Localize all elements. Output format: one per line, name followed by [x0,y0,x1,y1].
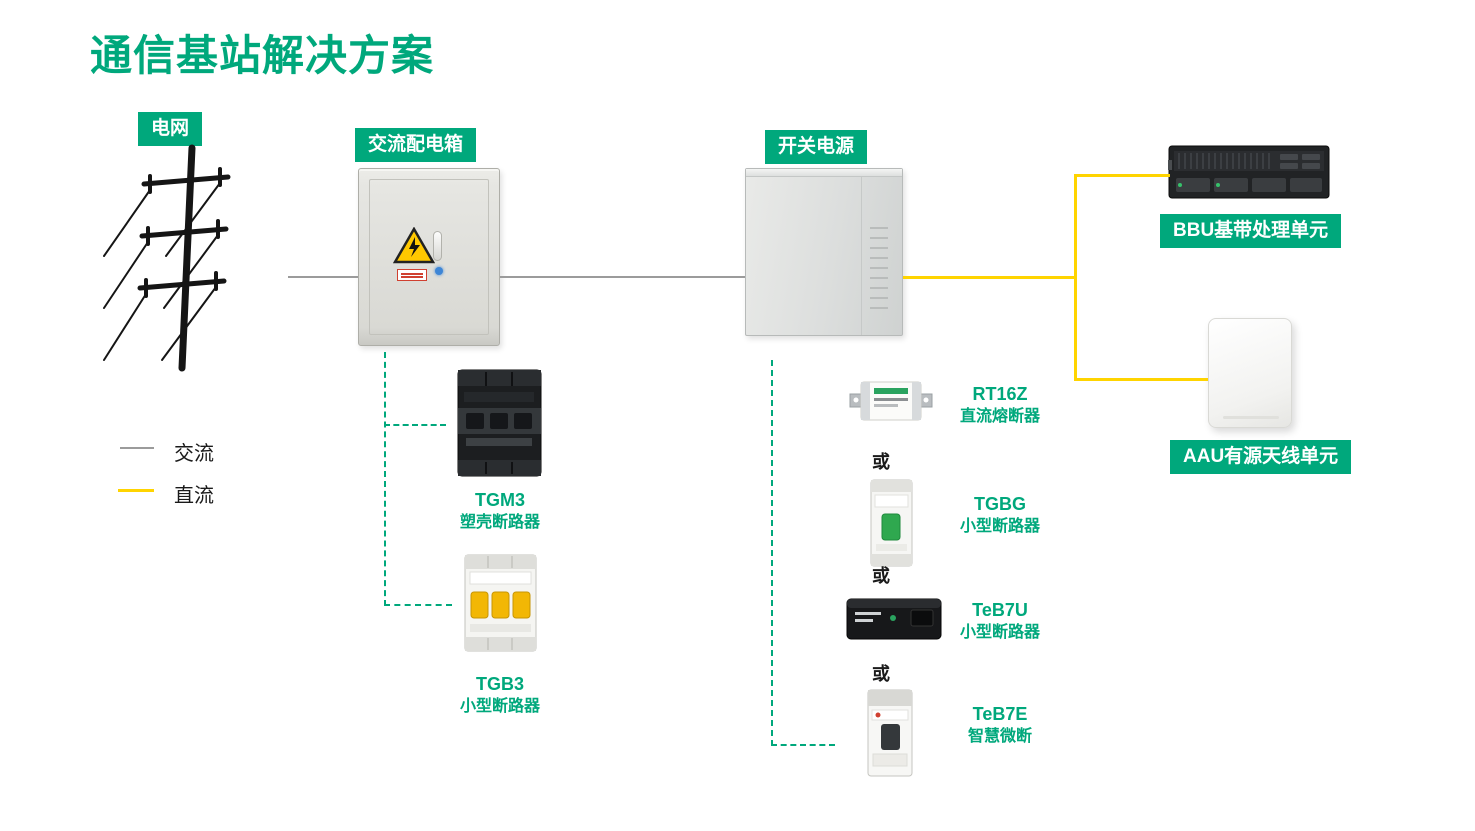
tgb3-desc: 小型断路器 [459,698,540,716]
rt16z-desc: 直流熔断器 [959,408,1040,426]
teb7e-desc: 智慧微断 [967,728,1032,746]
aau-device-image [1208,318,1292,428]
rt16z-name: RT16Z [972,384,1028,404]
switch-power-label: 开关电源 [765,130,868,164]
bbu-device-image [1168,138,1330,209]
bbu-label: BBU基带处理单元 [1160,214,1342,248]
tgm3-desc: 塑壳断路器 [459,514,540,532]
dc-line-power-to-riser [903,276,1075,279]
warning-triangle-icon [392,226,436,270]
ac-line-box-to-power [500,276,745,278]
cabinet-seam [861,177,862,335]
aau-label: AAU有源天线单元 [1170,440,1352,474]
tgm3-name: TGM3 [474,490,525,510]
power-grid-tower-image [100,136,240,379]
dashed-connector-power-vertical [771,360,773,746]
teb7u-desc: 小型断路器 [959,624,1040,642]
dc-riser-line [1074,174,1077,381]
dashed-connector-to-teb7e [771,744,835,746]
cabinet-handle [433,231,442,261]
tgm3-breaker-image [452,368,547,483]
tgb3-caption: TGB3 小型断路器 [435,672,565,718]
dashed-connector-to-tgm3 [384,424,446,426]
tgbg-breaker-image [862,478,920,573]
ac-line-grid-to-box [288,276,358,278]
page-title: 通信基站解决方案 [90,32,435,79]
or-label-1: 或 [872,452,890,472]
dashed-connector-to-tgb3 [384,604,452,606]
tgm3-caption: TGM3 塑壳断路器 [435,488,565,534]
dc-line-to-aau [1074,378,1208,381]
rt16z-fuse-image [848,372,934,435]
rt16z-caption: RT16Z 直流熔断器 [940,382,1060,428]
tgbg-desc: 小型断路器 [959,518,1040,536]
legend-dc-label: 直流 [174,485,214,507]
vent-slots [870,227,888,313]
legend-dc-swatch [118,489,154,492]
teb7e-breaker-image [858,688,920,783]
legend-ac-label: 交流 [174,443,214,465]
teb7e-name: TeB7E [972,704,1028,724]
teb7u-breaker-image [845,590,943,651]
switch-power-cabinet-image [745,168,903,336]
or-label-2: 或 [872,566,890,586]
dc-line-to-bbu [1074,174,1170,177]
tgb3-name: TGB3 [475,674,524,694]
teb7e-caption: TeB7E 智慧微断 [940,702,1060,748]
danger-sticker [397,269,427,281]
dashed-connector-acbox-vertical [384,352,386,606]
or-label-3: 或 [872,664,890,684]
teb7u-name: TeB7U [972,600,1028,620]
ac-distribution-box-image [358,168,500,346]
cabinet-door-outline [369,179,489,335]
grid-label: 电网 [138,112,203,146]
ac-distribution-box-label: 交流配电箱 [355,128,477,162]
tgb3-breaker-image [458,552,543,659]
cabinet-top-edge [746,169,902,177]
indicator-led [435,267,443,275]
tgbg-caption: TGBG 小型断路器 [940,492,1060,538]
legend-ac-swatch [120,447,154,449]
teb7u-caption: TeB7U 小型断路器 [940,598,1060,644]
tgbg-name: TGBG [974,494,1026,514]
